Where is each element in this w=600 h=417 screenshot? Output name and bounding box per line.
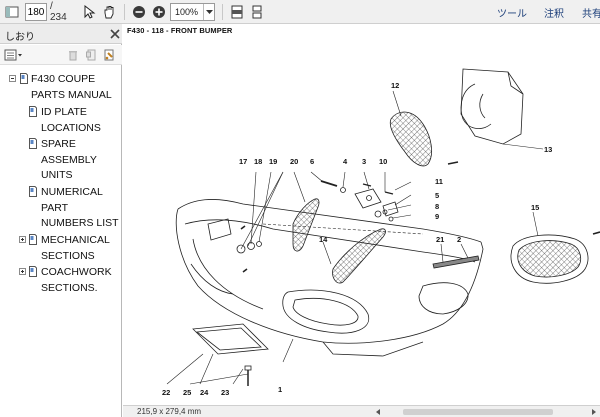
callout-2: 2 — [457, 235, 461, 244]
callout-6: 6 — [310, 157, 314, 166]
trim-strip — [432, 255, 480, 269]
page-number-input[interactable] — [25, 3, 47, 21]
toolbar-separator — [124, 4, 125, 20]
bumper-body — [175, 199, 484, 357]
callout-21: 21 — [436, 235, 444, 244]
exploded-parts-drawing: 12 13 17 18 19 20 6 4 3 10 11 5 8 9 14 2… — [162, 68, 600, 397]
bookmark-icon — [20, 73, 28, 84]
callout-13: 15 — [531, 203, 539, 212]
bookmark-label: ID PLATE LOCATIONS — [41, 106, 101, 134]
close-icon[interactable] — [109, 28, 121, 40]
scroll-thumb — [403, 409, 553, 415]
grille-left-side — [292, 198, 320, 252]
zoom-select[interactable]: 100% — [170, 3, 215, 21]
callout-10: 10 — [379, 157, 387, 166]
horizontal-scrollbar[interactable] — [373, 407, 600, 417]
scroll-mode-icon[interactable] — [248, 3, 266, 21]
chevron-down-icon[interactable] — [203, 4, 214, 20]
document-page[interactable]: 12 13 17 18 19 20 6 4 3 10 11 5 8 9 14 2… — [123, 24, 600, 405]
select-cursor-icon[interactable] — [80, 3, 98, 21]
scroll-left-icon — [376, 409, 380, 415]
bookmark-icon — [29, 186, 37, 197]
bookmark-item-spare-assembly[interactable]: SPARE ASSEMBLY UNITS — [0, 137, 122, 185]
bookmark-label: MECHANICAL SECTIONS — [41, 234, 110, 262]
callout-5: 5 — [435, 191, 439, 200]
delete-bookmark-icon[interactable] — [66, 48, 80, 62]
bookmark-item-coachwork[interactable]: COACHWORK SECTIONS. — [0, 265, 122, 297]
tools-button[interactable]: ツール — [497, 9, 527, 20]
zoom-value: 100% — [175, 7, 199, 17]
grille-right — [510, 234, 589, 284]
callout-11: 11 — [435, 177, 443, 186]
bookmark-icon — [29, 138, 37, 149]
new-bookmark-icon[interactable] — [84, 48, 98, 62]
callout-15: 13 — [544, 145, 552, 154]
bookmark-item-parts-manual[interactable]: F430 COUPE PARTS MANUAL — [0, 72, 122, 104]
callout-12: 12 — [391, 81, 399, 90]
callout-4: 4 — [343, 157, 348, 166]
page-size-readout: 215,9 x 279,4 mm — [137, 407, 202, 416]
sidebar-toggle-icon[interactable] — [3, 3, 21, 21]
page-title: F430 - 118 - FRONT BUMPER — [127, 26, 233, 35]
bookmark-icon — [29, 106, 37, 117]
callout-labels: 12 13 17 18 19 20 6 4 3 10 11 5 8 9 14 2… — [162, 81, 552, 397]
toolbar: / 234 100% ツール 注釈 共有 — [0, 0, 600, 24]
page-total: / 234 — [50, 1, 67, 23]
grille-lower-left — [332, 228, 386, 284]
callout-18: 18 — [254, 157, 262, 166]
bracket-assembly — [354, 188, 399, 222]
fasteners — [240, 161, 600, 273]
callout-24: 24 — [200, 388, 209, 397]
bookmark-label: COACHWORK SECTIONS. — [41, 266, 112, 294]
bookmark-item-numerical-list[interactable]: NUMERICAL PART NUMBERS LIST — [0, 185, 122, 233]
bookmarks-panel-title: しおり — [5, 32, 35, 43]
callout-1: 1 — [278, 385, 282, 394]
callout-20: 20 — [290, 157, 298, 166]
air-duct — [460, 68, 524, 145]
share-button[interactable]: 共有 — [582, 9, 600, 20]
bookmarks-toolbar — [0, 45, 122, 65]
lower-plate — [192, 323, 269, 355]
bookmarks-panel-header: しおり — [0, 24, 122, 44]
collapse-icon[interactable] — [9, 75, 16, 82]
options-menu-icon[interactable] — [4, 48, 24, 62]
scroll-right-icon — [592, 409, 596, 415]
bookmark-label: NUMERICAL PART NUMBERS LIST — [41, 186, 119, 229]
expand-icon[interactable] — [19, 268, 26, 275]
expand-icon[interactable] — [19, 236, 26, 243]
fit-page-icon[interactable] — [228, 3, 246, 21]
callout-9: 9 — [435, 212, 439, 221]
bookmarks-panel: しおり F430 COUPE PARTS MANUAL ID PLATE LOC… — [0, 24, 122, 417]
screws-bottom — [244, 365, 252, 386]
callout-22: 22 — [162, 388, 170, 397]
callout-23: 23 — [221, 388, 229, 397]
toolbar-separator — [222, 4, 223, 20]
callout-14: 14 — [319, 235, 328, 244]
hand-tool-icon[interactable] — [100, 3, 118, 21]
callout-19: 19 — [269, 157, 277, 166]
bookmark-label: SPARE ASSEMBLY UNITS — [41, 138, 97, 181]
callout-17: 17 — [239, 157, 247, 166]
bookmark-item-mechanical[interactable]: MECHANICAL SECTIONS — [0, 233, 122, 265]
zoom-in-icon[interactable] — [150, 3, 168, 21]
bookmark-icon — [29, 266, 37, 277]
bookmark-label: F430 COUPE PARTS MANUAL — [31, 73, 112, 101]
grille-upper — [389, 111, 433, 167]
callout-3: 3 — [362, 157, 366, 166]
bookmark-icon — [29, 234, 37, 245]
callout-25: 25 — [183, 388, 191, 397]
leader-lines — [166, 90, 544, 385]
callout-8: 8 — [435, 202, 439, 211]
status-bar: 215,9 x 279,4 mm — [123, 405, 600, 417]
bookmark-item-id-plate[interactable]: ID PLATE LOCATIONS — [0, 105, 122, 137]
zoom-out-icon[interactable] — [130, 3, 148, 21]
bookmark-properties-icon[interactable] — [102, 48, 116, 62]
comment-button[interactable]: 注釈 — [544, 9, 564, 20]
